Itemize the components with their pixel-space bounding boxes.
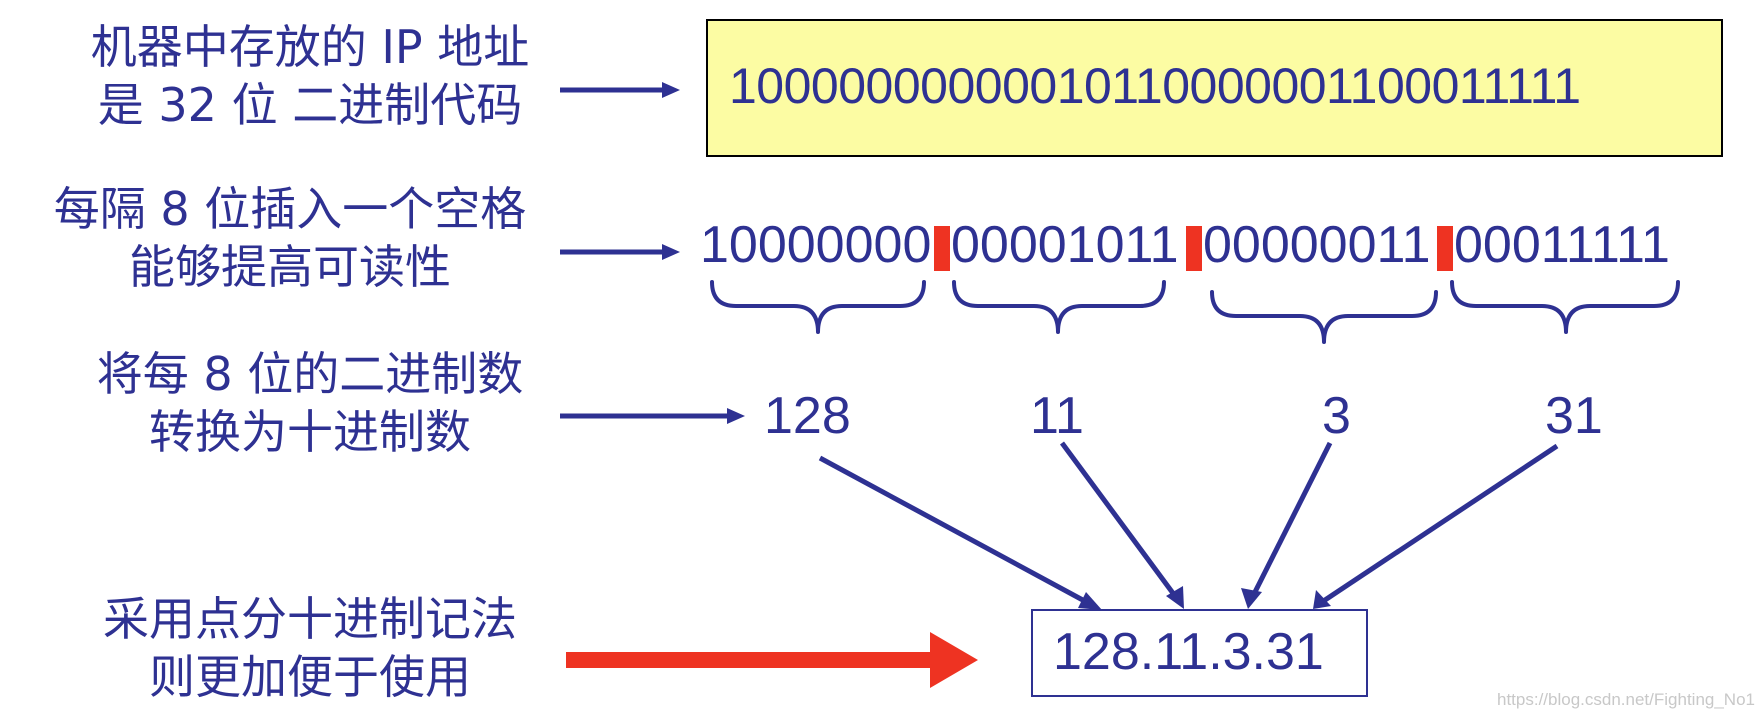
label-insert-space-line1: 每隔 8 位插入一个空格 [53,182,527,236]
brace-3 [1210,290,1438,344]
octet-3: 00000011 [1203,216,1431,274]
big-red-arrow [566,632,978,688]
separator-2 [1186,226,1202,271]
decimal-2: 11 [1030,387,1084,445]
separator-1 [934,226,950,271]
label-convert-decimal-line1: 将每 8 位的二进制数 [96,347,524,401]
octet-4: 00011111 [1454,216,1670,274]
label-insert-space-line2: 能够提高可读性 [129,240,451,294]
octet-1: 10000000 [700,216,932,274]
brace-1 [710,280,926,334]
dotted-decimal-text: 128.11.3.31 [1053,623,1324,681]
converge-arrow-4 [1313,443,1559,609]
label-dotted-decimal-line1: 采用点分十进制记法 [103,592,517,646]
converge-arrow-1 [818,455,1102,610]
decimal-4: 31 [1545,387,1603,445]
arrow-row2 [560,244,680,260]
brace-4 [1450,280,1680,334]
decimal-3: 3 [1322,387,1351,445]
label-dotted-decimal-line2: 则更加便于使用 [149,650,471,704]
separator-3 [1437,226,1453,271]
converge-arrow-3 [1241,441,1333,609]
binary-address-text: 10000000000010110000001100011111 [729,58,1581,114]
arrow-row1 [560,82,680,98]
label-convert-decimal-line2: 转换为十进制数 [149,405,471,459]
arrow-row3 [560,408,745,424]
brace-2 [952,280,1166,334]
watermark: https://blog.csdn.net/Fighting_No1 [1497,690,1755,709]
label-insert-space: 每隔 8 位插入一个空格 能够提高可读性 [10,180,570,296]
label-dotted-decimal: 采用点分十进制记法 则更加便于使用 [40,590,580,706]
dotted-decimal-box: 128.11.3.31 [1031,609,1368,697]
label-convert-decimal: 将每 8 位的二进制数 转换为十进制数 [40,345,580,461]
label-machine-storage-line1: 机器中存放的 IP 地址 [90,20,530,74]
label-machine-storage-line2: 是 32 位 二进制代码 [97,78,523,132]
decimal-1: 128 [764,387,851,445]
binary-address-box: 10000000000010110000001100011111 [706,19,1723,157]
octet-2: 00001011 [951,216,1179,274]
converge-arrow-2 [1059,441,1184,609]
label-machine-storage: 机器中存放的 IP 地址 是 32 位 二进制代码 [40,18,580,134]
